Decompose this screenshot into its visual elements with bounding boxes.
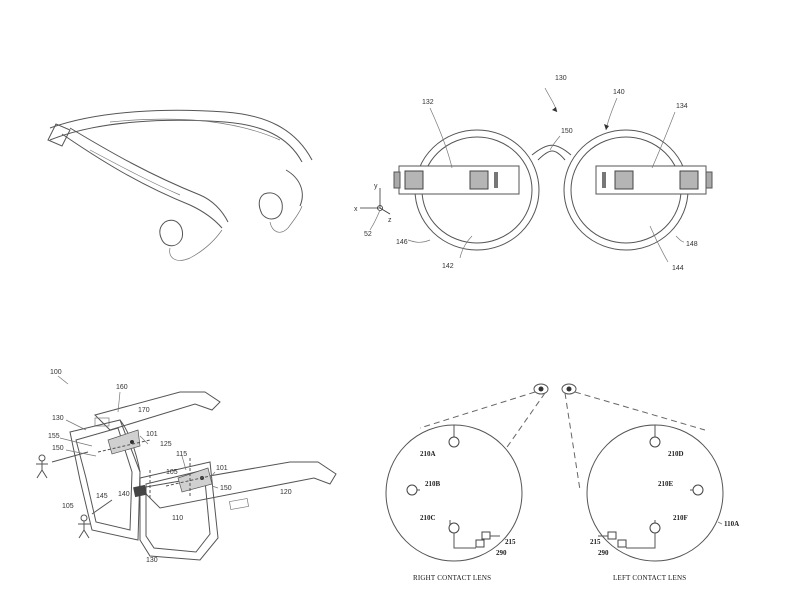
figure-contact-lenses	[385, 383, 724, 562]
figure-contact-lenses-labels: 210A 210B 210C 215 290 210D 210E 210F 21…	[413, 450, 739, 582]
ref-160: 160	[116, 384, 128, 391]
ref-290-right: 290	[496, 549, 507, 557]
ref-101-upper: 101	[146, 431, 158, 438]
figure-display-glasses-labels: 130 140 132 134 150 146 148 142 144 52 y…	[354, 75, 698, 272]
ref-130-upper: 130	[52, 415, 64, 422]
ref-210B: 210B	[425, 480, 441, 488]
ref-210C: 210C	[420, 514, 436, 522]
ref-140: 140	[613, 89, 625, 96]
figure-headset	[47, 109, 313, 261]
ref-120: 120	[280, 489, 292, 496]
ref-150-lower: 150	[220, 485, 232, 492]
ref-150: 150	[561, 128, 573, 135]
ref-125: 125	[160, 441, 172, 448]
ref-150-upper: 150	[52, 445, 64, 452]
ref-146: 146	[396, 239, 408, 246]
figure-smart-glasses-labels: 100 160 170 130 101 155 150 125 105 115 …	[48, 369, 292, 564]
ref-101-lower: 101	[216, 465, 228, 472]
ref-110A: 110A	[724, 520, 739, 528]
caption-right-contact-lens: RIGHT CONTACT LENS	[413, 574, 491, 582]
axis-z-label: z	[388, 217, 392, 224]
figure-display-glasses	[360, 87, 713, 263]
eye-icon-left	[561, 383, 577, 395]
ref-145: 145	[96, 493, 108, 500]
caption-left-contact-lens: LEFT CONTACT LENS	[613, 574, 686, 582]
ref-115: 115	[176, 451, 187, 458]
eye-icon-right	[533, 383, 549, 395]
ref-215-right: 215	[505, 538, 516, 546]
ref-134: 134	[676, 103, 688, 110]
ref-130: 130	[555, 75, 567, 82]
ref-215-left: 215	[590, 538, 601, 546]
axis-y-label: y	[374, 183, 378, 190]
ref-105: 105	[166, 469, 178, 476]
ref-210D: 210D	[668, 450, 684, 458]
user-figure-right	[78, 514, 90, 539]
ref-130-lower: 130	[146, 557, 158, 564]
ref-140: 140	[118, 491, 130, 498]
ref-144: 144	[672, 265, 684, 272]
figure-smart-glasses	[36, 375, 337, 561]
ref-148: 148	[686, 241, 698, 248]
ref-170: 170	[138, 407, 150, 414]
ref-155: 155	[48, 433, 60, 440]
ref-110: 110	[172, 515, 183, 522]
ref-132: 132	[422, 99, 434, 106]
ref-52: 52	[364, 231, 372, 238]
ref-210F: 210F	[673, 514, 688, 522]
axis-x-label: x	[354, 206, 358, 213]
ref-100: 100	[50, 369, 62, 376]
ref-142: 142	[442, 263, 454, 270]
user-figure-left	[36, 454, 48, 479]
ref-210A: 210A	[420, 450, 436, 458]
ref-210E: 210E	[658, 480, 674, 488]
ref-105-lower: 105	[62, 503, 74, 510]
ref-290-left: 290	[598, 549, 609, 557]
